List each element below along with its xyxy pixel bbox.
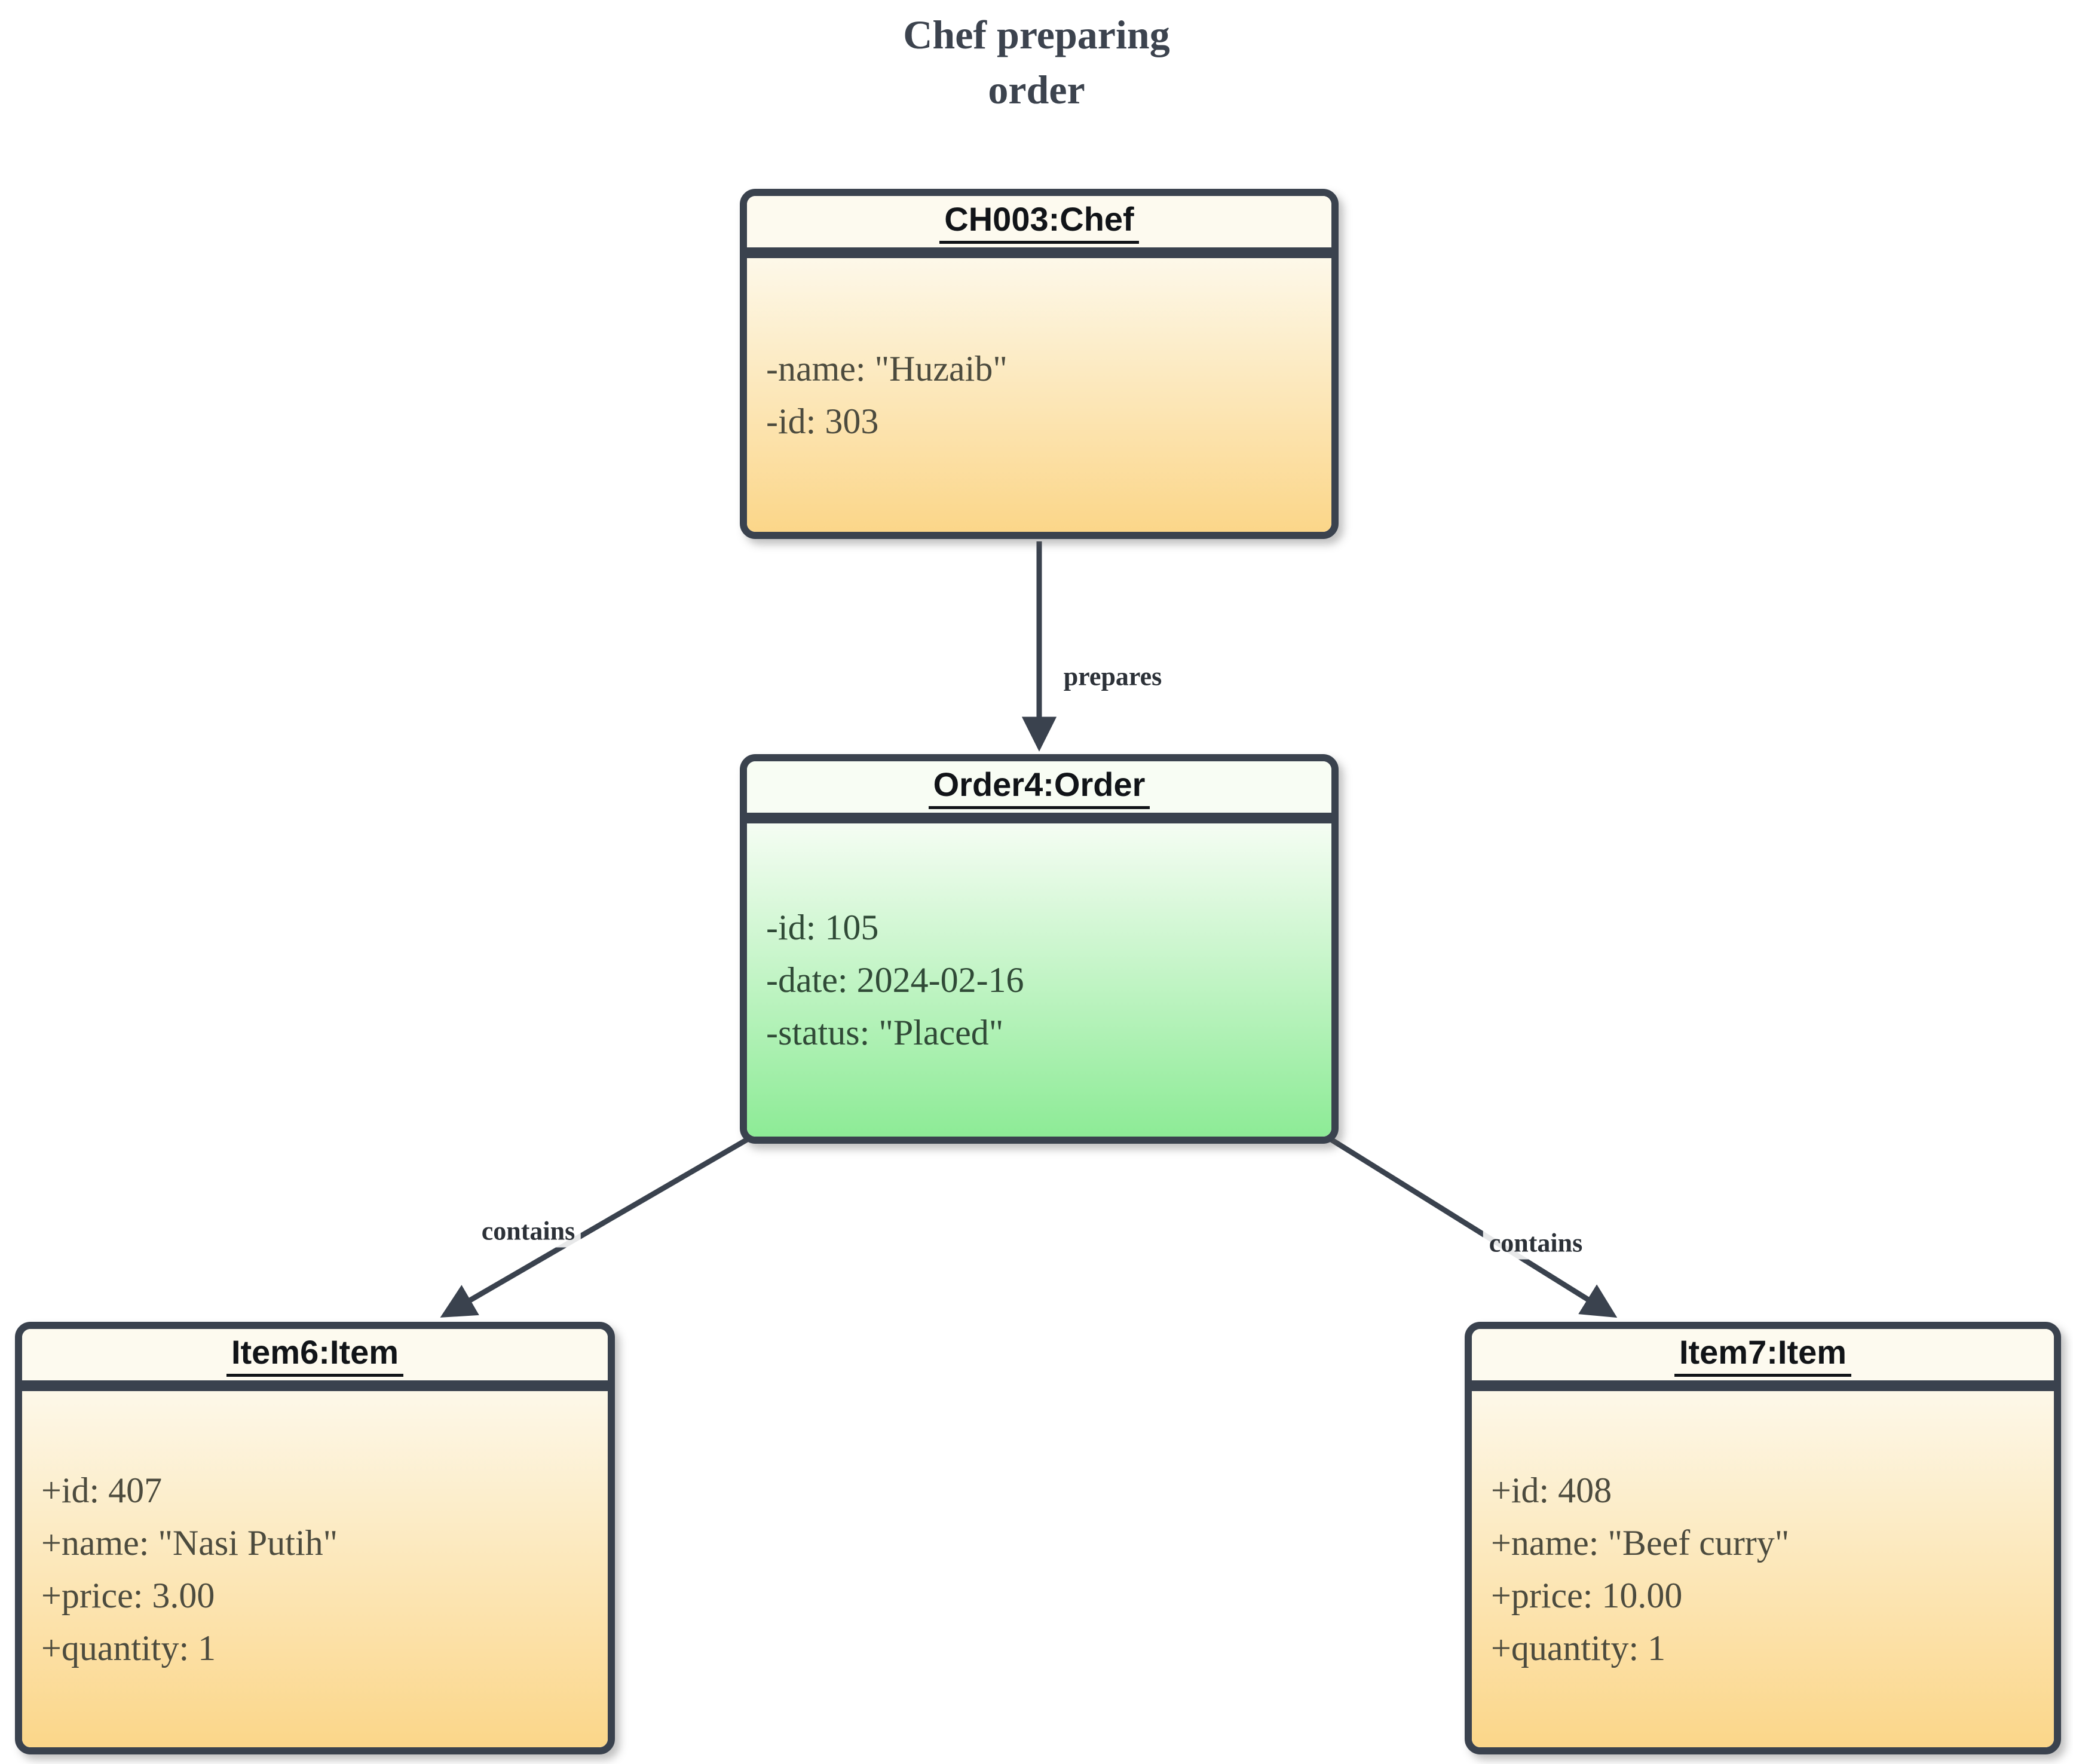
attribute-line: +price: 10.00 — [1491, 1576, 1683, 1615]
object-node-item7-body: +id: 408 +name: "Beef curry" +price: 10.… — [1472, 1391, 2054, 1747]
attribute-line: +id: 407 — [41, 1471, 163, 1510]
object-node-item6: Item6:Item +id: 407 +name: "Nasi Putih" … — [15, 1322, 615, 1754]
object-node-order-header: Order4:Order — [747, 761, 1331, 823]
attribute-line: -status: "Placed" — [766, 1013, 1004, 1052]
attribute-line: +id: 408 — [1491, 1471, 1612, 1510]
edge-label-contains-right: contains — [1483, 1226, 1589, 1260]
attribute-line: -id: 105 — [766, 908, 879, 947]
object-node-chef-header: CH003:Chef — [747, 196, 1331, 258]
object-node-chef-title: CH003:Chef — [939, 200, 1139, 244]
object-node-item7-header: Item7:Item — [1472, 1329, 2054, 1391]
attribute-line: +name: "Beef curry" — [1491, 1523, 1790, 1563]
object-node-item6-body: +id: 407 +name: "Nasi Putih" +price: 3.0… — [22, 1391, 608, 1747]
attribute-line: -id: 303 — [766, 402, 879, 441]
object-node-item6-header: Item6:Item — [22, 1329, 608, 1391]
object-node-order-title: Order4:Order — [928, 765, 1150, 809]
attribute-line: +quantity: 1 — [1491, 1628, 1666, 1668]
attribute-line: +price: 3.00 — [41, 1576, 215, 1615]
object-node-chef-body: -name: "Huzaib" -id: 303 — [747, 258, 1331, 532]
attribute-line: +name: "Nasi Putih" — [41, 1523, 338, 1563]
object-node-order-body: -id: 105 -date: 2024-02-16 -status: "Pla… — [747, 823, 1331, 1137]
object-node-item7-title: Item7:Item — [1674, 1333, 1852, 1377]
diagram-title: Chef preparing order — [0, 7, 2073, 117]
edge-label-prepares: prepares — [1057, 660, 1168, 693]
edge-label-contains-left: contains — [475, 1214, 581, 1248]
object-node-order: Order4:Order -id: 105 -date: 2024-02-16 … — [740, 754, 1339, 1144]
object-node-chef: CH003:Chef -name: "Huzaib" -id: 303 — [740, 189, 1339, 539]
diagram-title-line2: order — [988, 67, 1085, 112]
object-node-item7: Item7:Item +id: 408 +name: "Beef curry" … — [1465, 1322, 2061, 1754]
attribute-line: +quantity: 1 — [41, 1628, 216, 1668]
object-node-item6-title: Item6:Item — [226, 1333, 404, 1377]
attribute-line: -name: "Huzaib" — [766, 349, 1008, 388]
attribute-line: -date: 2024-02-16 — [766, 960, 1024, 1000]
diagram-title-line1: Chef preparing — [903, 12, 1170, 57]
